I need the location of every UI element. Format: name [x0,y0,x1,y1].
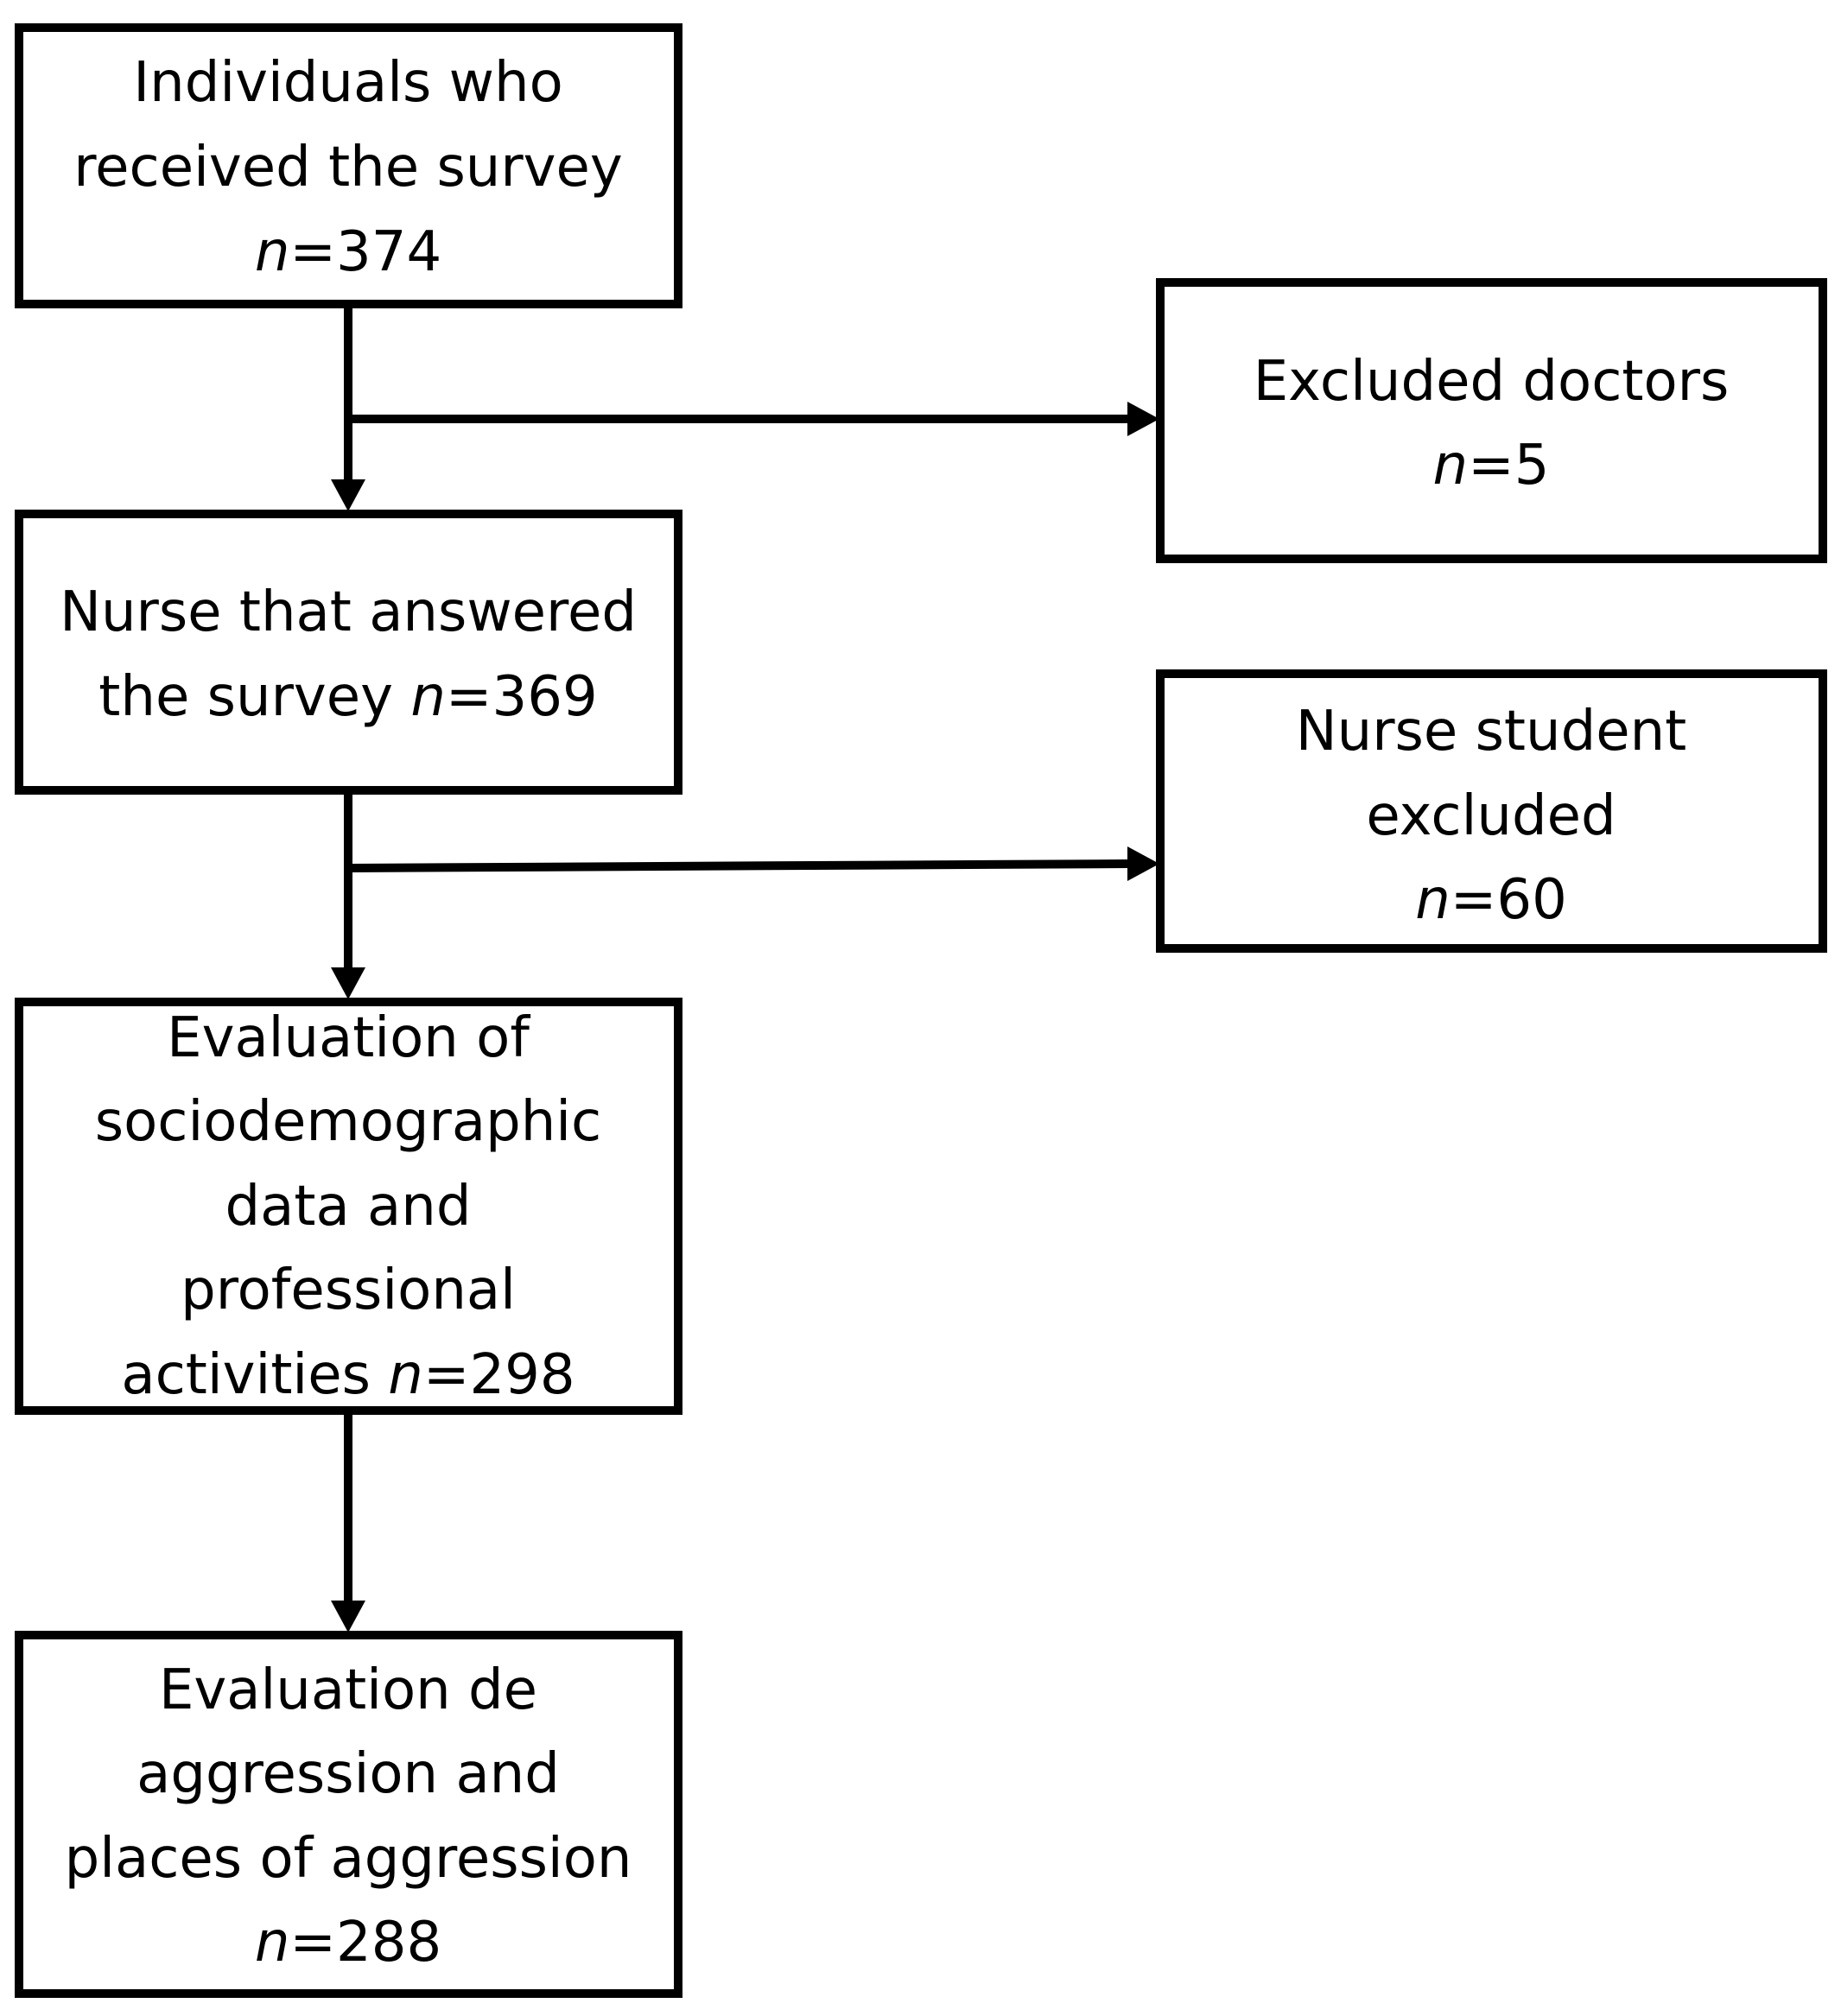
excluded-doctors-count-value: =5 [1468,434,1549,498]
connector-to-students-excluded [347,859,1128,872]
sociodemographic-line-3: data and [225,1175,472,1239]
arrowhead-to-excluded-doctors [1127,402,1159,436]
sociodemographic-count-n: n [388,1343,423,1407]
aggression-count: n=288 [255,1911,441,1975]
aggression-count-value: =288 [289,1911,441,1975]
arrowhead-to-sociodemographic [331,967,365,999]
box-nurses-answered: Nurse that answered the survey n=369 [15,510,682,795]
box-sociodemographic-evaluation: Evaluation of sociodemographic data and … [15,998,682,1415]
excluded-doctors-label: Excluded doctors [1254,350,1730,414]
sociodemographic-line-5-text: activities [121,1343,388,1407]
students-excluded-count-value: =60 [1451,868,1567,932]
nurses-answered-count-n: n [410,665,446,729]
box-students-excluded-frame [1156,669,1827,953]
arrowhead-to-aggression [331,1601,365,1632]
received-line-2: received the survey [73,136,623,200]
arrowhead-to-students-excluded [1127,846,1159,881]
box-sociodemographic-frame [15,998,682,1415]
sociodemographic-line-2: sociodemographic [95,1090,601,1154]
nurses-answered-line-2-text: the survey [98,665,410,729]
aggression-line-3: places of aggression [65,1827,632,1891]
aggression-line-2: aggression and [136,1742,560,1806]
received-count: n=374 [255,220,441,284]
box-aggression-frame [15,1631,682,1998]
box-excluded-doctors-frame [1156,278,1827,563]
sociodemographic-line-4: professional [181,1258,516,1322]
nurses-answered-line-1: Nurse that answered [60,580,637,644]
students-excluded-count-n: n [1415,868,1451,932]
students-excluded-count: n=60 [1415,868,1567,932]
nurses-answered-line-2: the survey n=369 [98,665,597,729]
aggression-line-1: Evaluation de [159,1658,537,1722]
box-received-survey: Individuals who received the survey n=37… [15,23,682,308]
sociodemographic-line-1: Evaluation of [167,1006,530,1070]
aggression-count-n: n [255,1911,290,1975]
box-excluded-doctors: Excluded doctors n=5 [1156,278,1827,563]
received-line-1: Individuals who [133,51,562,115]
excluded-doctors-count-n: n [1433,434,1469,498]
excluded-doctors-count: n=5 [1433,434,1550,498]
nurses-answered-count-value: =369 [446,665,598,729]
students-excluded-line-2: excluded [1366,784,1616,848]
students-excluded-line-1: Nurse student [1296,700,1686,764]
box-nurses-answered-frame [15,510,682,795]
box-students-excluded: Nurse student excluded n=60 [1156,669,1827,953]
received-count-n: n [255,220,290,284]
sociodemographic-count-value: =298 [423,1343,575,1407]
box-received-survey-frame [15,23,682,308]
box-aggression-evaluation: Evaluation de aggression and places of a… [15,1631,682,1998]
arrowhead-to-answered [331,479,365,511]
received-count-value: =374 [289,220,441,284]
sociodemographic-line-5: activities n=298 [121,1343,575,1407]
